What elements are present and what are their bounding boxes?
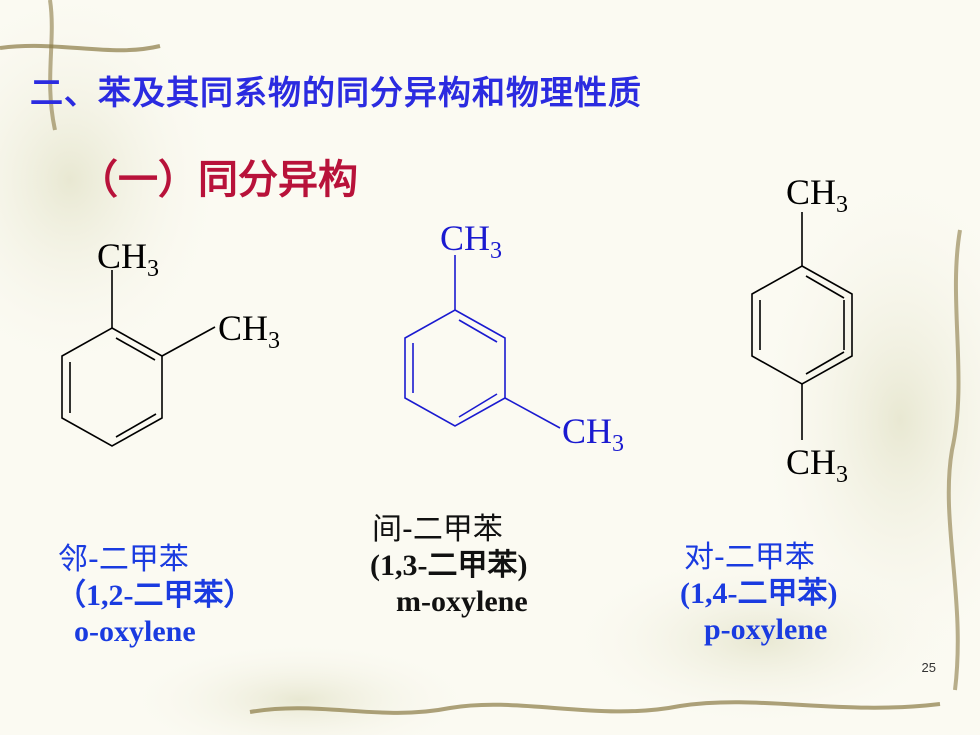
ortho-caption: 邻-二甲苯 （1,2-二甲苯） o-oxylene (56, 542, 254, 650)
para-english-name: p-oxylene (704, 613, 828, 646)
meta-methyl-top-label: CH3 (440, 218, 502, 264)
meta-xylene-structure (404, 255, 561, 429)
ortho-numbered-name: （1,2-二甲苯） (56, 579, 254, 612)
ortho-methyl-side-label: CH3 (218, 308, 280, 354)
page-number: 25 (921, 660, 936, 675)
para-caption: 对-二甲苯 (1,4-二甲苯) p-oxylene (680, 540, 837, 648)
ortho-xylene-structure (61, 270, 216, 447)
ortho-methyl-top-label: CH3 (97, 236, 159, 282)
meta-numbered-name: (1,3-二甲苯) (370, 549, 528, 582)
section-subtitle: （一）同分异构 (78, 157, 358, 203)
ortho-chinese-name: 邻-二甲苯 (58, 542, 189, 577)
para-xylene-structure (751, 212, 853, 440)
para-chinese-name: 对-二甲苯 (684, 540, 815, 575)
meta-methyl-side-label: CH3 (562, 411, 624, 457)
meta-chinese-name: 间-二甲苯 (372, 512, 503, 547)
ortho-english-name: o-oxylene (74, 615, 196, 648)
meta-caption: 间-二甲苯 (1,3-二甲苯) m-oxylene (370, 512, 528, 620)
meta-english-name: m-oxylene (396, 585, 528, 618)
para-methyl-top-label: CH3 (786, 172, 848, 218)
slide-title: 二、苯及其同系物的同分异构和物理性质 (30, 73, 642, 112)
para-numbered-name: (1,4-二甲苯) (680, 577, 838, 610)
para-methyl-bottom-label: CH3 (786, 442, 848, 488)
